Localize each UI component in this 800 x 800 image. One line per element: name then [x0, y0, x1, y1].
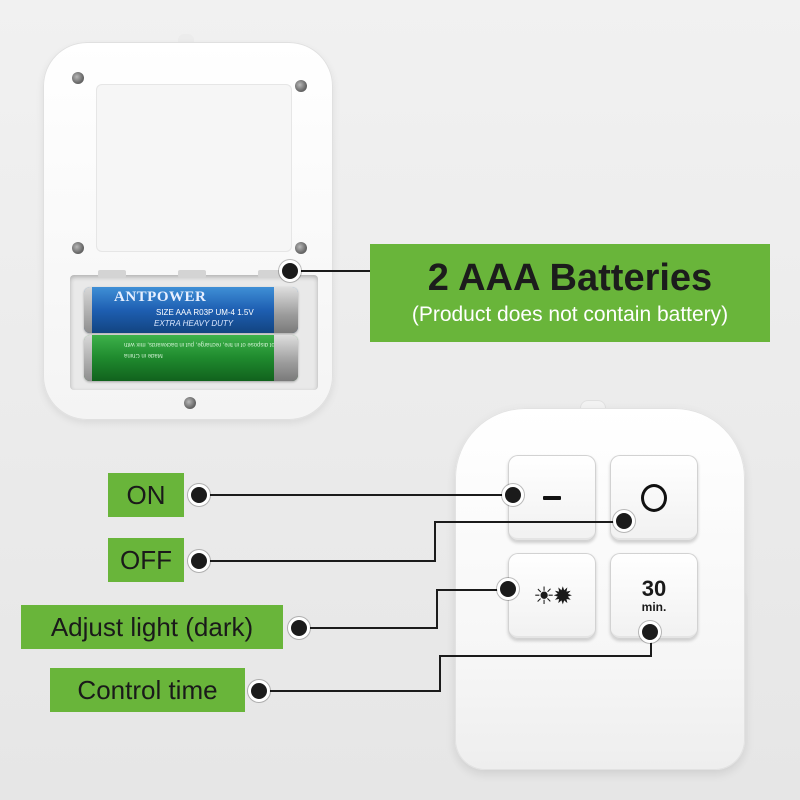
callout-line	[200, 560, 435, 562]
callout-dot	[639, 621, 661, 643]
battery-green: Do not dispose of in fire, recharge, put…	[84, 335, 298, 381]
callout-dot	[188, 550, 210, 572]
case-panel	[96, 84, 292, 252]
callout-line	[650, 632, 652, 657]
callout-line	[439, 655, 441, 692]
label-on: ON	[108, 473, 184, 517]
callout-dot	[288, 617, 310, 639]
off-button[interactable]	[610, 455, 698, 541]
battery-brand: ANTPOWER	[114, 289, 207, 305]
callout-line	[436, 589, 438, 629]
timer-number: 30	[641, 576, 667, 601]
callout-line	[200, 494, 512, 496]
battery-clip	[98, 270, 126, 278]
screw-icon	[184, 397, 196, 409]
callout-line	[434, 521, 436, 562]
label-off: OFF	[108, 538, 184, 582]
callout-dot	[502, 484, 524, 506]
off-symbol-icon	[641, 484, 667, 512]
callout-dot	[188, 484, 210, 506]
battery-fine-print: Made in China	[124, 352, 163, 358]
screw-icon	[295, 242, 307, 254]
callout-line	[439, 655, 651, 657]
battery-fine-print: Do not dispose of in fire, recharge, put…	[124, 341, 288, 347]
timer-unit: min.	[641, 600, 667, 614]
battery-spec: SIZE AAA R03P UM-4 1.5V	[156, 308, 254, 317]
callout-dot	[248, 680, 270, 702]
battery-clip	[178, 270, 206, 278]
banner-subtitle: (Product does not contain battery)	[411, 303, 729, 326]
battery-terminal	[84, 287, 92, 333]
dim-button[interactable]: ☀✹	[508, 553, 596, 639]
battery-duty: EXTRA HEAVY DUTY	[154, 319, 234, 328]
battery-banner: 2 AAA Batteries (Product does not contai…	[370, 244, 770, 342]
label-control-time: Control time	[50, 668, 245, 712]
banner-title: 2 AAA Batteries	[427, 257, 713, 299]
screw-icon	[72, 72, 84, 84]
callout-dot	[613, 510, 635, 532]
screw-icon	[72, 242, 84, 254]
battery-terminal	[274, 335, 298, 381]
callout-line	[300, 627, 437, 629]
callout-dot	[497, 578, 519, 600]
on-symbol-icon	[543, 496, 561, 500]
callout-line	[434, 521, 624, 523]
callout-dot	[279, 260, 301, 282]
battery-terminal	[84, 335, 92, 381]
callout-line	[436, 589, 508, 591]
callout-line	[290, 270, 372, 272]
callout-line	[260, 690, 440, 692]
screw-icon	[295, 80, 307, 92]
brightness-icon: ☀✹	[533, 582, 573, 610]
label-adjust-light: Adjust light (dark)	[21, 605, 283, 649]
battery-terminal	[274, 287, 298, 333]
battery-blue: ANTPOWER SIZE AAA R03P UM-4 1.5V EXTRA H…	[84, 287, 298, 333]
battery-clip	[258, 270, 286, 278]
